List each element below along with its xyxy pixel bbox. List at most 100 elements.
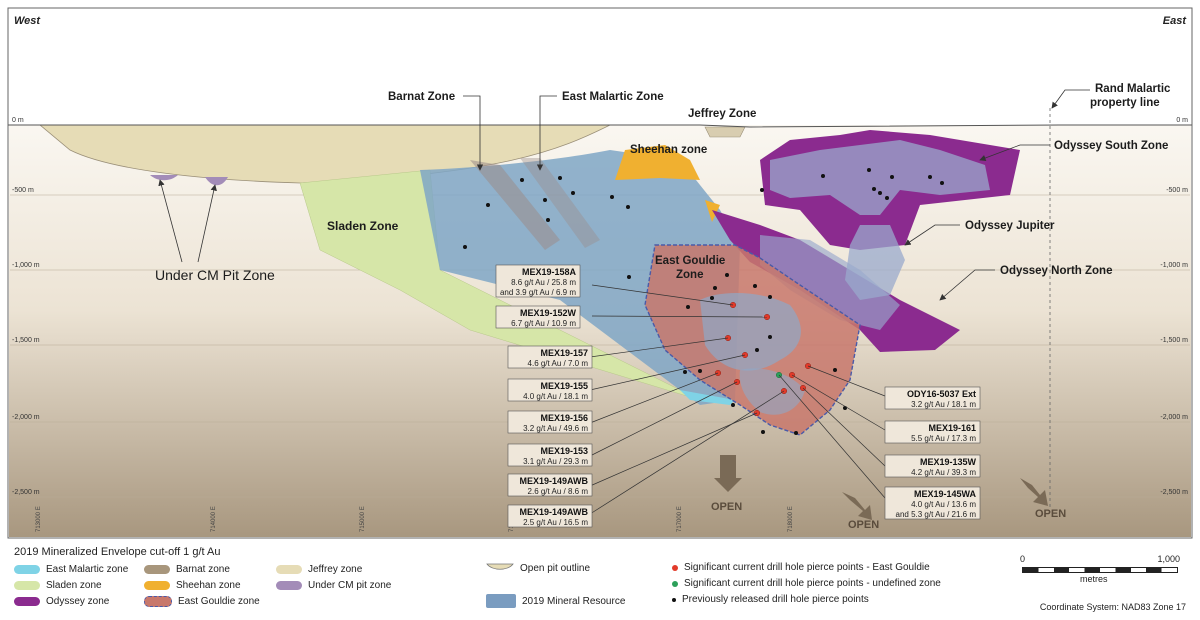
callout-background [884, 486, 981, 520]
depth-label: -1,000 m [12, 262, 40, 269]
legend-label: Under CM pit zone [308, 580, 392, 591]
callout-hole-id: MEX19-161 [928, 423, 976, 433]
legend-label: Sladen zone [46, 580, 102, 591]
callout-background [495, 305, 581, 329]
callout-background [884, 454, 981, 478]
callout-grade: 3.1 g/t Au / 29.3 m [523, 457, 588, 466]
callout-hole-id: MEX19-149AWB [519, 476, 588, 486]
callout-grade: 4.0 g/t Au / 13.6 m [911, 500, 976, 509]
legend-significant-eg: Significant current drill hole pierce po… [672, 562, 930, 573]
callout-hole-id: MEX19-149AWB [519, 507, 588, 517]
callout-background [507, 378, 593, 402]
callout-hole-id: MEX19-158A [522, 267, 577, 277]
under-cm-pit-label: Under CM Pit Zone [155, 267, 275, 283]
callout-background [495, 264, 581, 298]
odyssey-south-label: Odyssey South Zone [1054, 140, 1168, 152]
legend-barnat: Barnat zone [144, 564, 230, 575]
callout-leaders [589, 284, 886, 515]
under-cm-pit-zone-right [205, 177, 228, 186]
swatch [276, 581, 302, 590]
depth-labels-right: 0 m -500 m -1,000 m -1,500 m -2,000 m -2… [1160, 117, 1188, 496]
sladen-zone-label: Sladen Zone [327, 219, 399, 233]
depth-label: 0 m [1176, 117, 1188, 124]
callout-grade: and 3.9 g/t Au / 6.9 m [500, 288, 576, 297]
legend-label: Barnat zone [176, 564, 230, 575]
callout-background [507, 443, 593, 467]
legend-resource: 2019 Mineral Resource [486, 594, 625, 608]
depth-label: -2,500 m [1160, 489, 1188, 496]
legend-label: Previously released drill hole pierce po… [682, 594, 869, 605]
property-line-pointer [1051, 89, 1090, 109]
open-label: OPEN [711, 501, 742, 513]
legend-label: Odyssey zone [46, 596, 110, 607]
depth-label: -500 m [1166, 187, 1188, 194]
callout-background [884, 386, 981, 410]
barnat-zone-label: Barnat Zone [388, 91, 455, 103]
depth-label: -1,500 m [12, 337, 40, 344]
callout-grade: 3.2 g/t Au / 49.6 m [523, 424, 588, 433]
callout-background [507, 345, 593, 369]
legend-label: East Gouldie zone [178, 596, 260, 607]
legend-previous: Previously released drill hole pierce po… [672, 594, 869, 605]
sheehan-zone-label: Sheehan zone [630, 144, 707, 156]
legend-east-gouldie: East Gouldie zone [144, 596, 260, 607]
swatch [14, 581, 40, 590]
callout-grade: 2.5 g/t Au / 16.5 m [523, 518, 588, 527]
rand-malartic-label: Rand Malartic [1095, 83, 1171, 95]
callout-hole-id: MEX19-156 [540, 413, 588, 423]
legend-sheehan: Sheehan zone [144, 580, 241, 591]
open-indicators: OPEN OPEN OPEN [711, 455, 1066, 531]
swatch [144, 596, 172, 607]
depth-label: -2,000 m [1160, 414, 1188, 421]
callout-hole-id: MEX19-153 [540, 446, 588, 456]
zone-pointers [158, 95, 1050, 301]
odyssey-north-label: Odyssey North Zone [1000, 265, 1112, 277]
rand-property-line-label: property line [1090, 97, 1160, 109]
jeffrey-zone-small [704, 126, 746, 138]
callout-grade: 2.6 g/t Au / 8.6 m [528, 487, 589, 496]
zone-labels: Barnat Zone East Malartic Zone Jeffrey Z… [327, 83, 1171, 281]
callout-grade: 4.2 g/t Au / 39.3 m [911, 468, 976, 477]
legend-sladen: Sladen zone [14, 580, 102, 591]
legend-odyssey: Odyssey zone [14, 596, 109, 607]
scale-bar-graphic [1022, 567, 1178, 573]
sheehan-zone [615, 145, 700, 180]
legend-label: Significant current drill hole pierce po… [684, 562, 930, 573]
callout-hole-id: MEX19-157 [540, 348, 588, 358]
legend-jeffrey: Jeffrey zone [276, 564, 362, 575]
easting-label: 717000 E [677, 506, 683, 532]
callout-background [507, 473, 593, 497]
callout-grade: 4.0 g/t Au / 18.1 m [523, 392, 588, 401]
callout-grade: 3.2 g/t Au / 18.1 m [911, 400, 976, 409]
legend-label: Significant current drill hole pierce po… [684, 578, 941, 589]
depth-labels-left: 0 m -500 m -1,000 m -1,500 m -2,000 m -2… [12, 117, 40, 496]
legend-label: Sheehan zone [176, 580, 241, 591]
east-malartic-cyan [680, 390, 735, 405]
ground-surface [8, 124, 1192, 128]
east-gouldie-label: East Gouldie [655, 255, 725, 267]
callout-grade: 8.6 g/t Au / 25.8 m [511, 278, 576, 287]
easting-label: 714000 E [211, 506, 217, 532]
depth-label: -1,500 m [1160, 337, 1188, 344]
scale-max: 1,000 [1157, 554, 1180, 564]
legend-label: 2019 Mineral Resource [522, 595, 626, 607]
swatch [14, 597, 40, 606]
open-label: OPEN [1035, 508, 1066, 520]
red-dot-icon [672, 564, 678, 571]
odyssey-north-resource [760, 235, 900, 330]
depth-label: -2,000 m [12, 414, 40, 421]
legend-significant-undefined: Significant current drill hole pierce po… [672, 578, 941, 589]
scale-min: 0 [1020, 554, 1026, 564]
west-label: West [14, 15, 41, 27]
legend-label: East Malartic zone [46, 564, 129, 575]
callout-hole-id: MEX19-135W [920, 457, 977, 467]
black-dot-icon [672, 597, 676, 602]
legend-label: Open pit outline [520, 562, 591, 574]
